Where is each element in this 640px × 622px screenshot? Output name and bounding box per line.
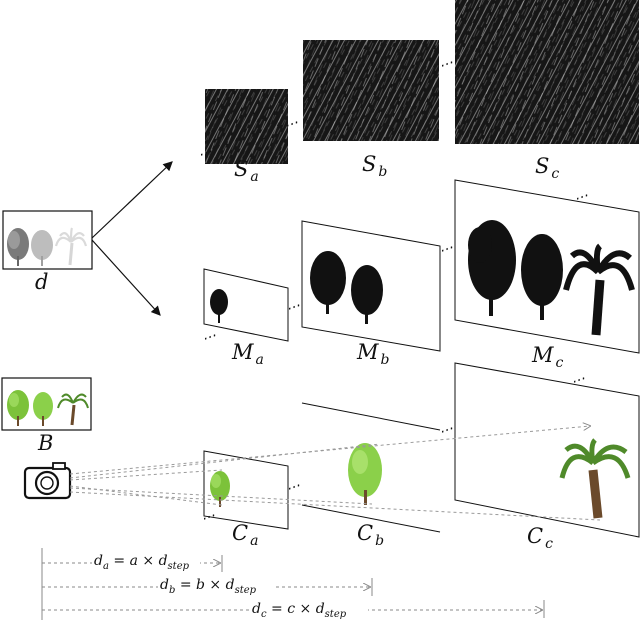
bg-palm-icon bbox=[57, 393, 89, 426]
bg-tree-icon-1 bbox=[7, 390, 29, 426]
composite-palm-icon bbox=[559, 438, 631, 519]
depth-palm-icon bbox=[54, 227, 88, 266]
projection-rays bbox=[69, 426, 601, 521]
ellipsis-m-a: ⋯ bbox=[200, 328, 219, 348]
ellipsis-m-bc: ⋯ bbox=[437, 240, 456, 260]
composite-tree-icon-b bbox=[348, 443, 382, 505]
mask-palm-icon bbox=[563, 243, 635, 336]
ellipsis-s-c: ⋯ bbox=[567, 6, 586, 26]
ellipsis-s-a: ⋯ bbox=[196, 144, 215, 164]
camera-icon bbox=[23, 462, 72, 500]
mask-tree-icon-b1 bbox=[310, 251, 346, 314]
ellipsis-m-c: ⋯ bbox=[572, 188, 591, 208]
depth-label: d bbox=[35, 270, 48, 294]
ellipsis-c-bc: ⋯ bbox=[437, 421, 456, 441]
depth-map-panel: d bbox=[2, 210, 93, 294]
ellipsis-m-ab: ⋯ bbox=[284, 298, 303, 318]
mask-tree-icon-c1 bbox=[468, 220, 516, 316]
arrow-to-m bbox=[91, 239, 161, 316]
mask-tree-icon-b2 bbox=[351, 265, 383, 324]
composite-layer-b bbox=[301, 402, 441, 533]
ellipsis-c-a: ⋯ bbox=[199, 508, 218, 528]
rain-layer-b bbox=[303, 40, 439, 141]
ellipsis-s-ab: ⋯ bbox=[282, 115, 301, 135]
equation-b: db = b × dstep bbox=[158, 575, 276, 596]
background-label: B bbox=[37, 431, 53, 455]
depth-tree-icon-2 bbox=[31, 230, 53, 266]
composite-layer-c bbox=[454, 362, 640, 538]
bg-tree-icon-2 bbox=[33, 392, 53, 426]
mask-layer-b bbox=[301, 220, 441, 352]
mask-layer-a bbox=[203, 268, 289, 342]
mask-tree-icon bbox=[210, 289, 228, 323]
equation-a: da = a × dstep bbox=[92, 550, 200, 572]
rain-layer-a bbox=[205, 89, 288, 164]
svg-text:db = b × dstep: db = b × dstep bbox=[160, 577, 257, 596]
composite-tree-icon-a bbox=[210, 471, 230, 507]
mask-tree-icon-c2 bbox=[521, 234, 563, 320]
background-panel: B bbox=[1, 377, 92, 455]
ellipsis-s-bc: ⋯ bbox=[437, 55, 456, 75]
ellipsis-c-ab: ⋯ bbox=[284, 478, 303, 498]
depth-tree-icon-1 bbox=[7, 228, 29, 266]
equation-c: dc = c × dstep bbox=[250, 598, 368, 620]
mask-layer-c bbox=[454, 179, 640, 354]
ellipsis-c-c: ⋯ bbox=[569, 371, 588, 391]
svg-text:dc = c × dstep: dc = c × dstep bbox=[252, 601, 347, 620]
composite-layer-a bbox=[203, 450, 289, 530]
svg-text:da = a × dstep: da = a × dstep bbox=[94, 553, 190, 572]
rain-layer-c bbox=[455, 0, 639, 144]
arrow-to-s bbox=[91, 161, 173, 239]
